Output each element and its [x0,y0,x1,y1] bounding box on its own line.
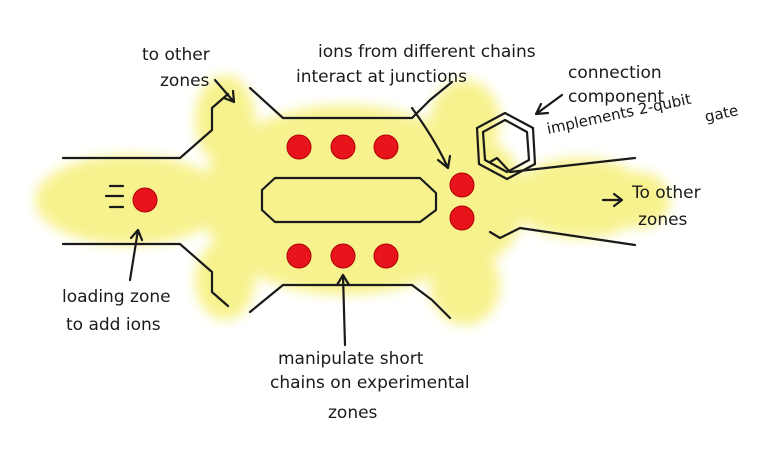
arrow-to-junction [410,106,452,170]
other-zones-right-line2: zones [638,210,688,230]
experimental-note-line2: chains on experimental [270,373,470,393]
ion-loading [132,187,158,213]
arrow-to-connection [534,93,564,116]
ion-top-1 [286,134,312,160]
connection-note-line1: connection [568,63,662,83]
arrow-to-right-zones [601,192,624,208]
ion-top-3 [373,134,399,160]
junction-note-line2: interact at junctions [296,67,467,87]
connection-hexagon-icon [475,111,537,181]
annotation-arrows [128,78,624,347]
other-zones-right-line1: To other [631,183,701,203]
other-zones-top-line2: zones [160,71,210,91]
loading-note-line1: loading zone [62,287,171,307]
experimental-note-line1: manipulate short [278,349,424,369]
ion-bottom-2 [330,243,356,269]
experimental-note-line3: zones [328,403,378,423]
ion-bottom-1 [286,243,312,269]
arrow-to-bottom-ions [335,273,351,347]
loading-note-line2: to add ions [66,315,161,335]
ion-junction-2 [449,205,475,231]
arrow-to-top-zones [213,78,236,104]
electrode-outlines [61,80,637,320]
arrow-to-loading-ion [128,228,144,282]
connection-note-line4: gate [703,101,740,126]
junction-note-line1: ions from different chains [318,42,536,62]
loading-motion-marks [104,184,125,209]
trap-glow [35,75,670,325]
connection-note-line2: component [568,87,665,107]
ions [132,134,475,269]
other-zones-top-line1: to other [142,45,210,65]
ion-bottom-3 [373,243,399,269]
ion-top-2 [330,134,356,160]
ion-junction-1 [449,172,475,198]
